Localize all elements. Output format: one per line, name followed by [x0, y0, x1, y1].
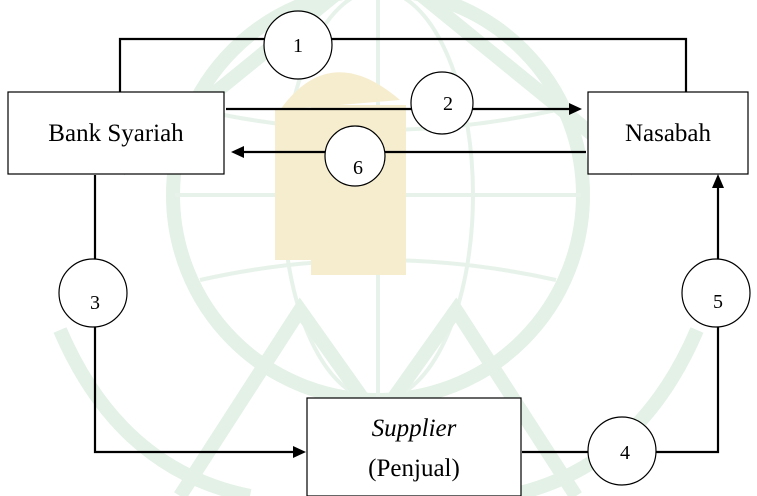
step-circle-6: 6 [324, 125, 386, 187]
step-circle-3: 3 [58, 258, 128, 328]
step-5-label: 5 [713, 291, 723, 313]
step-circle-1: 1 [263, 10, 333, 80]
nasabah-node: Nasabah [587, 91, 749, 175]
step-circle-2: 2 [410, 71, 474, 135]
supplier-node: Supplier (Penjual) [306, 397, 522, 496]
supplier-label: Supplier [372, 415, 457, 442]
flow-45-line [522, 187, 720, 454]
penjual-label: (Penjual) [368, 455, 460, 482]
bank-syariah-label: Bank Syariah [48, 120, 184, 147]
step-1-label: 1 [293, 35, 303, 57]
flow-6-arrowhead [231, 146, 244, 158]
step-3-label: 3 [90, 292, 100, 314]
step-circle-5: 5 [681, 258, 751, 328]
step-2-label: 2 [443, 93, 453, 115]
flow-1-line [118, 37, 688, 92]
step-4-label: 4 [620, 442, 630, 464]
flow-3-arrowhead [293, 446, 306, 458]
step-6-label: 6 [353, 157, 363, 179]
bank-syariah-node: Bank Syariah [7, 91, 225, 175]
flow-3-line [93, 175, 294, 454]
nasabah-label: Nasabah [625, 120, 712, 147]
flow-5-arrowhead [712, 174, 724, 188]
flow-2-arrowhead [569, 103, 582, 115]
step-circle-4: 4 [587, 416, 657, 486]
